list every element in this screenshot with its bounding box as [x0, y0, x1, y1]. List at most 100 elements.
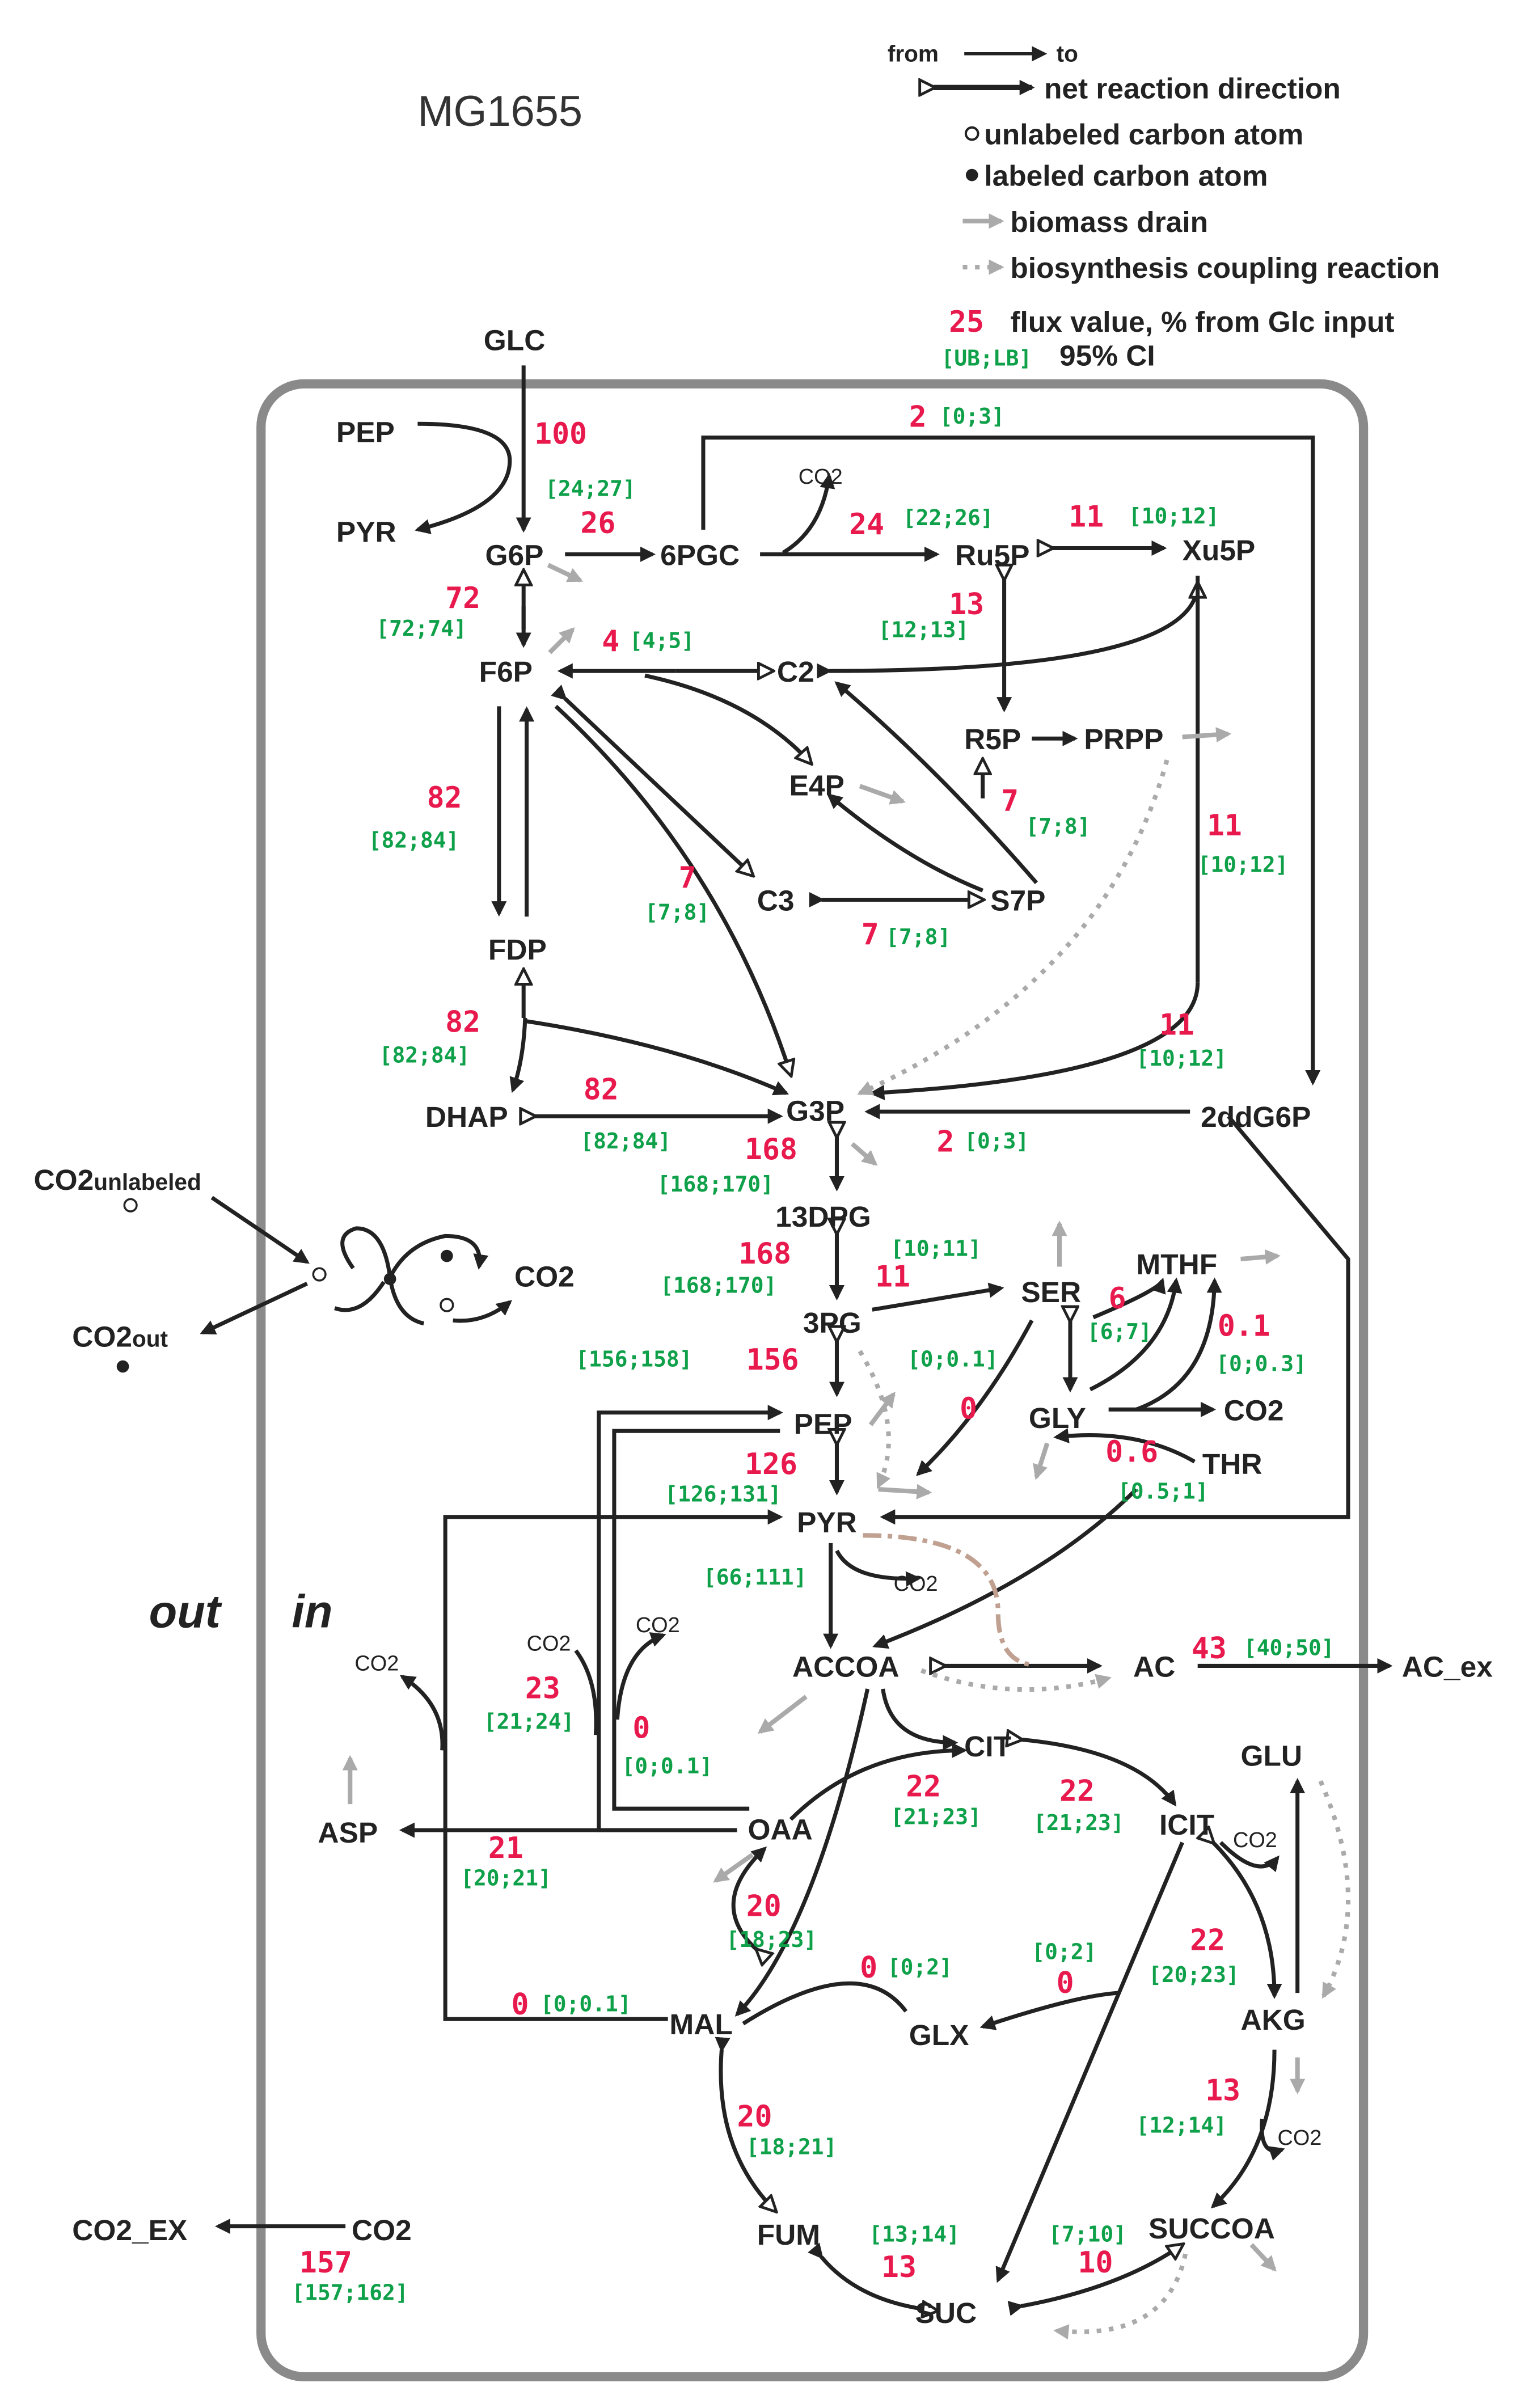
- ci-tkt2: [10;12]: [1198, 852, 1289, 877]
- flux-gcv: 0.1: [1218, 1309, 1270, 1343]
- ci-glya: [6;7]: [1087, 1319, 1152, 1344]
- cell-boundary: [256, 379, 1369, 2382]
- met-co2-pyr: CO2: [894, 1572, 938, 1596]
- met-accoa: ACCOA: [792, 1650, 900, 1683]
- met-succoa: SUCCOA: [1148, 2212, 1275, 2245]
- ci-tal2: [7;8]: [886, 924, 951, 949]
- ci-aceb: [0;2]: [888, 1955, 952, 1980]
- edge-pyr-co2: [835, 1549, 922, 1587]
- ci-pgk: [168;170]: [660, 1273, 776, 1298]
- met-gly: GLY: [1029, 1401, 1086, 1434]
- ci-gap: [168;170]: [657, 1172, 774, 1197]
- ci-aspc: [20;21]: [461, 1866, 551, 1891]
- flux-pfk: 82: [427, 781, 462, 815]
- met-c2: C2: [777, 655, 814, 688]
- edge-accoa-mal: [734, 1688, 870, 2017]
- biomass-drains: [342, 563, 1351, 2340]
- met-co2-gly: CO2: [1224, 1393, 1284, 1426]
- flux-acn: 22: [1059, 1775, 1095, 1809]
- met-f6p: F6P: [479, 655, 533, 688]
- ci-tpi: [82;84]: [580, 1129, 671, 1154]
- ci-pyk: [126;131]: [665, 1482, 781, 1507]
- met-co2-pck: CO2: [527, 1632, 571, 1655]
- unlabeled-atom-icon: [123, 1198, 138, 1213]
- edge-s7p-e4p: [826, 793, 983, 893]
- edge-xu5p-g3p: [869, 982, 1200, 1100]
- exchange-atom-filled2-icon: [440, 1249, 453, 1262]
- flux-pgi: 72: [445, 581, 480, 615]
- met-co2-ex: CO2_EX: [72, 2213, 187, 2246]
- flux-sera: 11: [875, 1260, 910, 1294]
- legend-ci-desc: 95% CI: [1059, 339, 1155, 371]
- met-s7p: S7P: [990, 884, 1045, 916]
- flux-eno: 156: [746, 1343, 799, 1377]
- met-g3p: G3P: [786, 1094, 844, 1127]
- reaction-edges: [200, 365, 1393, 2310]
- met-co2-out: CO2out: [72, 1320, 168, 1353]
- edge-exch-loop-b: [388, 1233, 489, 1279]
- exchange-atom-filled-icon: [383, 1273, 396, 1286]
- flux-gnd: 24: [849, 508, 884, 542]
- legend-flux-desc: flux value, % from Glc input: [1010, 305, 1394, 338]
- ci-glc-uptake: [24;27]: [545, 476, 636, 501]
- edge-f6p-e4p: [644, 673, 810, 763]
- edge-exch-co2: [453, 1300, 513, 1323]
- flux-pck: 23: [525, 1671, 560, 1705]
- met-thr: THR: [1202, 1447, 1262, 1480]
- met-c3: C3: [757, 884, 795, 916]
- ci-fba: [82;84]: [379, 1042, 470, 1067]
- flux-icd: 22: [1190, 1923, 1225, 1957]
- met-2ddg6p: 2ddG6P: [1201, 1100, 1311, 1133]
- flux-tal: 7: [679, 861, 696, 895]
- edge-pep-oaa: [612, 1429, 780, 1811]
- edge-s7p-c2: [834, 681, 1038, 885]
- flux-co2-exchange: 157: [299, 2246, 352, 2280]
- flux-tpi: 82: [584, 1072, 619, 1106]
- edge-icit-glx: [979, 1991, 1118, 2030]
- edge-fdp-g3p: [525, 1019, 789, 1096]
- legend-net: net reaction direction: [1044, 71, 1341, 104]
- flux-glta: 22: [906, 1770, 941, 1804]
- met-icit: ICIT: [1159, 1808, 1214, 1841]
- flux-sda: 0: [960, 1392, 977, 1426]
- edge-mal-oaa: [731, 1849, 765, 1950]
- flux-edd: 2: [909, 400, 927, 434]
- met-co2-akg: CO2: [1277, 2126, 1321, 2150]
- edge-icit-akg: [1213, 1843, 1274, 1996]
- met-6pgc: 6PGC: [660, 538, 740, 571]
- met-co2-ppc: CO2: [636, 1613, 680, 1637]
- legend-flux-example: 25: [949, 305, 984, 339]
- ci-mdh: [18;23]: [727, 1927, 817, 1952]
- met-fum: FUM: [757, 2218, 820, 2251]
- page-title: MG1655: [417, 87, 582, 136]
- edge-gly-mthf: [1089, 1277, 1183, 1392]
- edge-mal-fum: [721, 2050, 775, 2211]
- edge-glx-mal: [742, 1981, 908, 2026]
- met-co2-unlabeled: CO2unlabeled: [34, 1163, 201, 1196]
- ci-eda: [10;12]: [1136, 1046, 1227, 1071]
- edge-akg-succoa: [1210, 2050, 1277, 2209]
- ci-sda: [0;0.1]: [907, 1346, 998, 1371]
- edge-suc-succoa: [1021, 2245, 1182, 2306]
- met-co2-in: CO2: [352, 2213, 412, 2246]
- flux-pgk: 168: [738, 1237, 791, 1271]
- met-dhap: DHAP: [425, 1100, 508, 1133]
- met-ser: SER: [1021, 1275, 1081, 1308]
- edge-exch-loop-c: [334, 1281, 386, 1312]
- edge-exch-loop-a: [340, 1226, 425, 1326]
- exchange-atom-open-icon: [312, 1267, 327, 1282]
- legend-open-circle-icon: [964, 126, 979, 141]
- met-pyr-top: PYR: [336, 516, 396, 548]
- flux-succd: 10: [1078, 2246, 1113, 2280]
- edge-oaa-pep: [597, 1405, 783, 1832]
- flux-eda: 11: [1159, 1008, 1194, 1042]
- ci-rpi: [12;13]: [879, 618, 969, 643]
- met-co2-icit: CO2: [1233, 1828, 1277, 1852]
- met-e4p: E4P: [789, 768, 844, 801]
- edge-oaa-cit: [789, 1742, 968, 1821]
- edge-f6p-g3p: [554, 704, 791, 1075]
- flux-aceb: 0: [860, 1951, 877, 1985]
- met-glu: GLU: [1240, 1739, 1302, 1772]
